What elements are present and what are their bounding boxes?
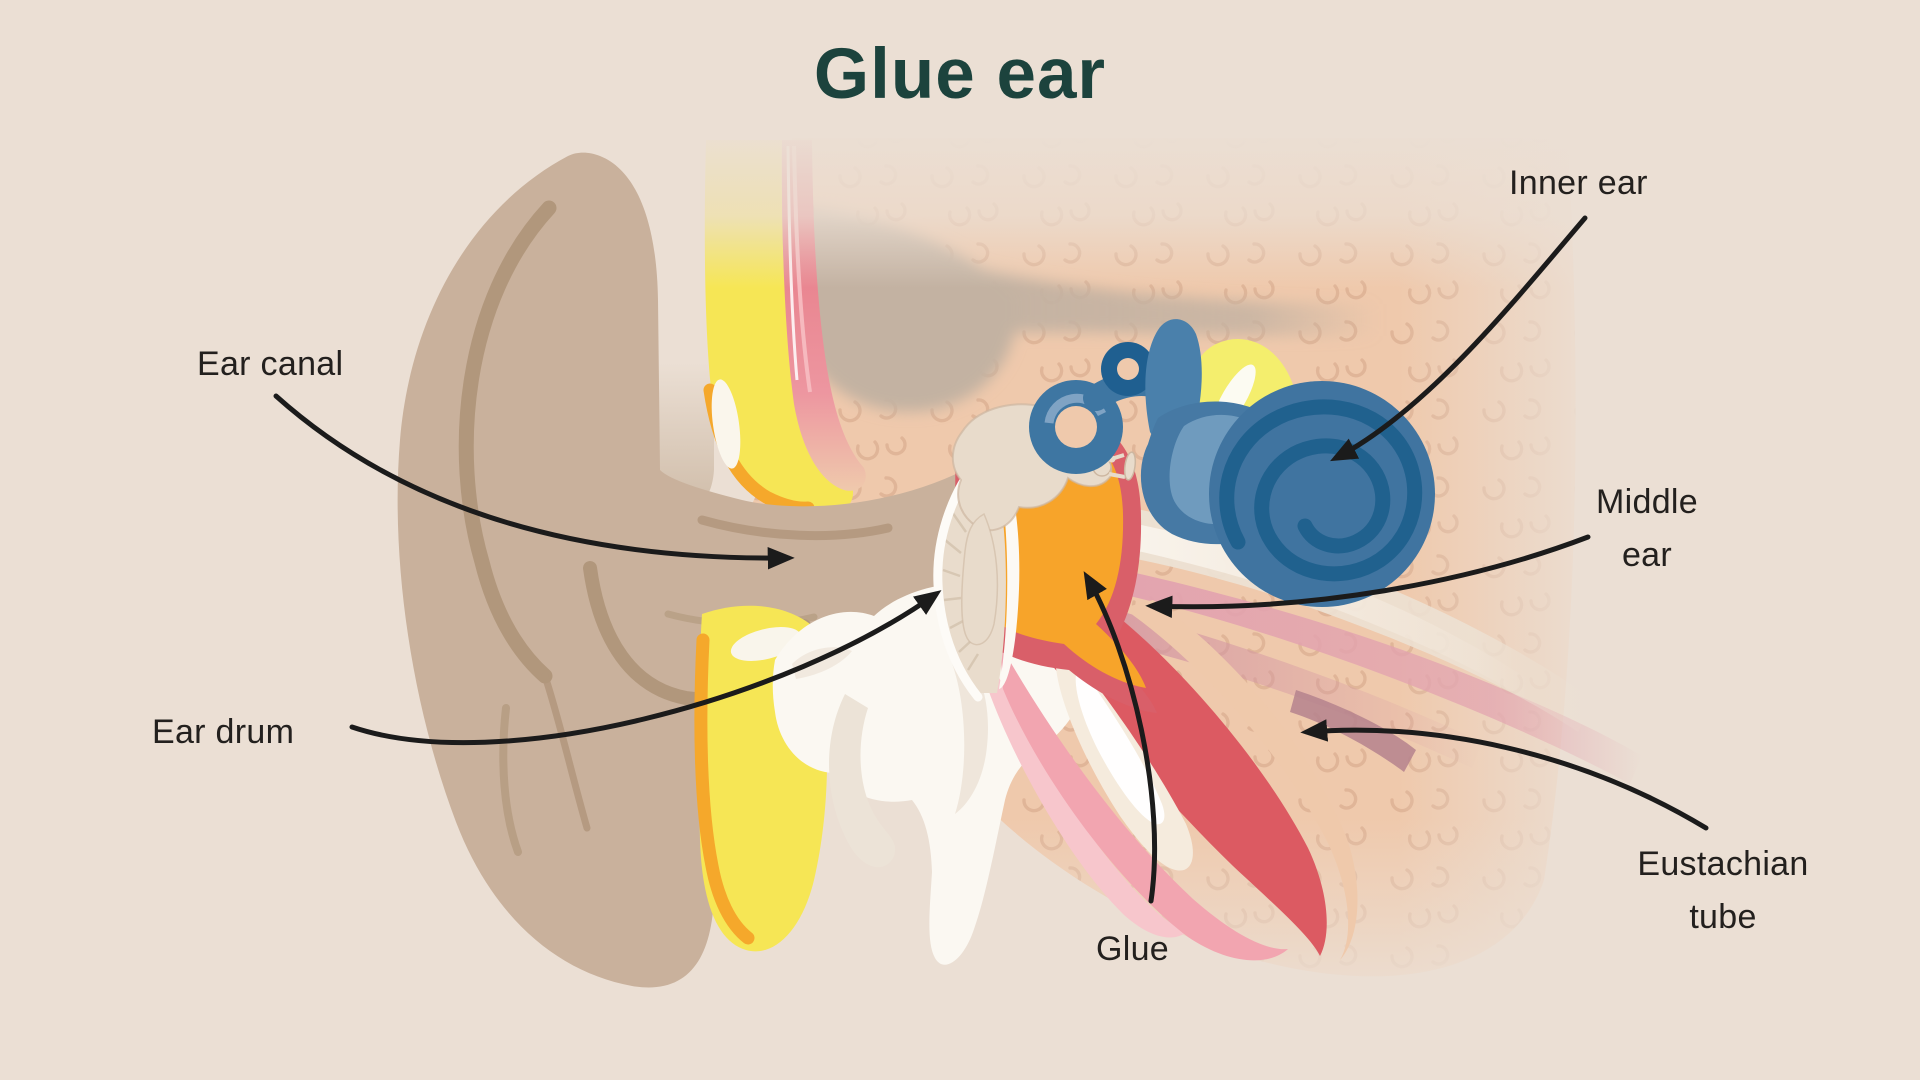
label-ear-drum: Ear drum — [152, 713, 295, 751]
arrow-middle-ear — [1145, 534, 1591, 619]
arrow-ear-drum — [349, 590, 942, 746]
cochlea-body — [1209, 381, 1435, 607]
malleus-handle — [961, 512, 999, 646]
label-glue: Glue — [1096, 930, 1170, 968]
jaw-shade-1 — [829, 694, 896, 868]
semicircular-canals — [1029, 319, 1202, 474]
arrow-inner-ear — [1330, 215, 1588, 462]
pinna-and-canal — [397, 152, 1000, 988]
arrow-ear-canal — [273, 393, 795, 570]
cartilage-gloss-top — [711, 379, 741, 469]
label-middle-ear: Middle ear — [1596, 483, 1698, 574]
inner-ear-shape — [1029, 319, 1435, 607]
arrow-eustachian-tube — [1300, 719, 1709, 831]
jaw-shade-3 — [792, 647, 852, 679]
stapes-footplate — [1123, 451, 1137, 481]
label-ear-canal: Ear canal — [197, 345, 344, 383]
stapes-legs — [1107, 453, 1126, 479]
label-inner-ear: Inner ear — [1509, 164, 1648, 202]
tube-pink — [1000, 644, 1288, 961]
eardrum-inner-sliver — [999, 469, 1020, 689]
arrow-glue — [1083, 571, 1158, 904]
tube-tan — [1123, 600, 1358, 960]
label-eustachian-tube: Eustachian tube — [1637, 845, 1809, 936]
cochlea-spiral — [1219, 399, 1423, 582]
page-title: Glue ear — [813, 35, 1107, 114]
eustachian-tube-shape — [988, 592, 1416, 961]
cochlea — [1209, 381, 1435, 607]
cartilage-orange-edge-bottom — [694, 633, 755, 945]
eardrum-white-rim — [933, 456, 983, 702]
label-arrows — [273, 215, 1709, 904]
tube-white-core — [1075, 666, 1165, 825]
